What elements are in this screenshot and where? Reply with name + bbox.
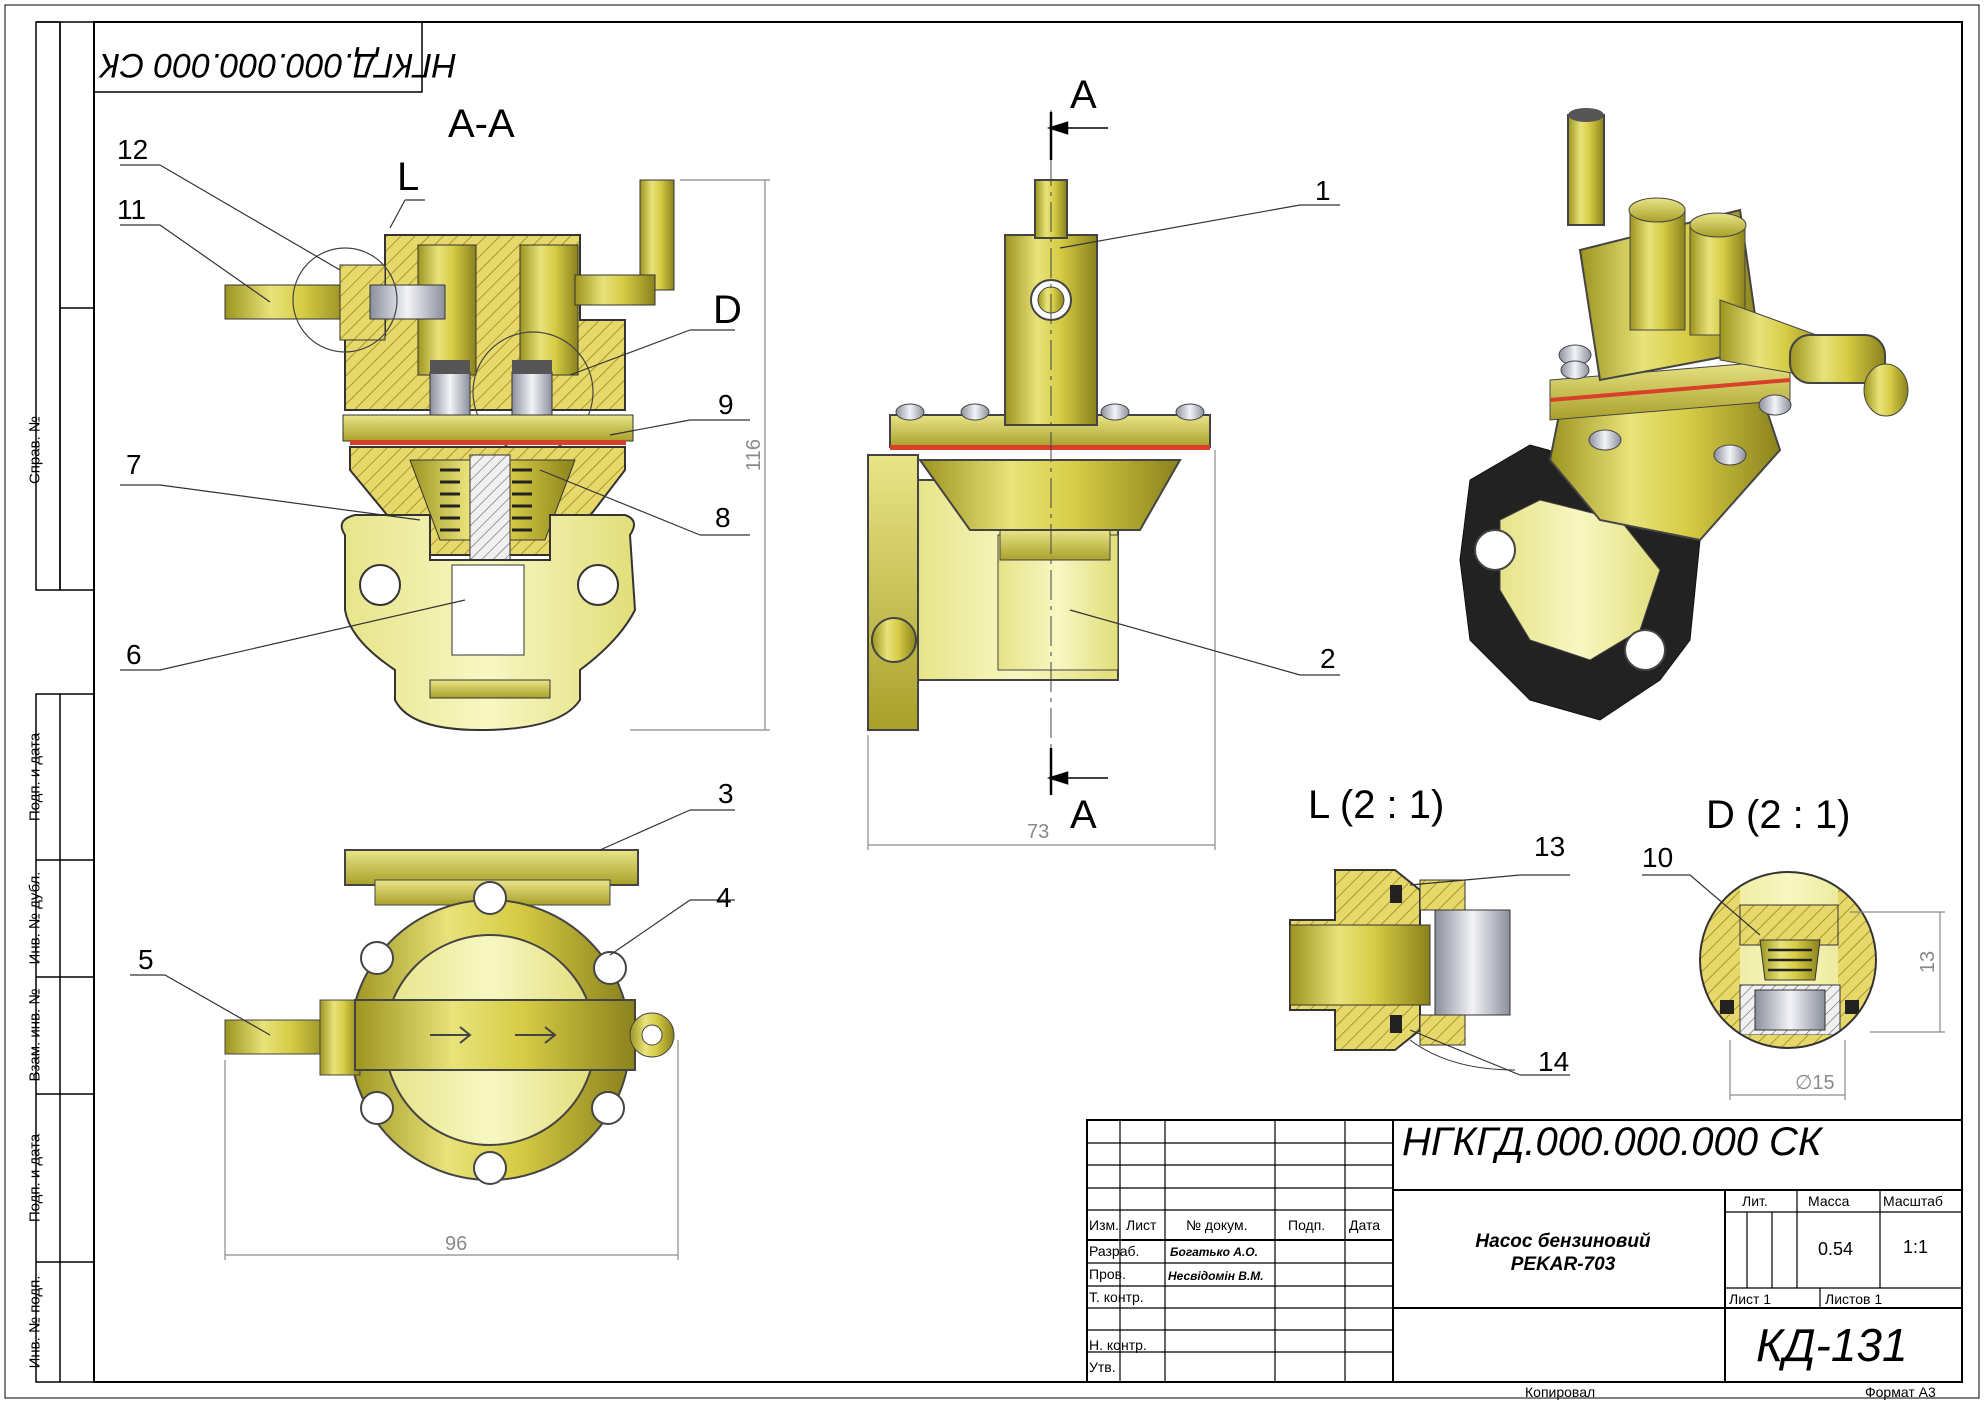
tb-sheets: Листов 1 <box>1825 1291 1883 1307</box>
detail-l-title: L (2 : 1) <box>1308 783 1445 827</box>
tb-mass-value: 0.54 <box>1818 1239 1854 1259</box>
tb-lit-label: Лит. <box>1742 1193 1768 1209</box>
top-view <box>130 809 735 1260</box>
drawing-title-line-1: Насос бензиновий <box>1475 1231 1651 1252</box>
mirrored-document-code: НГКГД.000.000.000 СК <box>100 46 457 84</box>
document-code: НГКГД.000.000.000 СК <box>1402 1120 1822 1164</box>
callout-d-letter: D <box>713 288 742 332</box>
sheet-frame <box>4 4 1980 1399</box>
tb-format: Формат А3 <box>1865 1384 1936 1400</box>
dimension-front-width: 73 <box>1027 821 1050 843</box>
section-aa-title: А-А <box>448 102 515 146</box>
tb-scale-value: 1:1 <box>1903 1237 1929 1257</box>
detail-d-view <box>1642 871 1945 1100</box>
callout-l-letter: L <box>397 155 420 199</box>
tb-developer-name: Богатько А.О. <box>1170 1245 1258 1259</box>
tb-row-utv: Утв. <box>1089 1359 1116 1375</box>
tb-copied: Копировал <box>1525 1384 1596 1400</box>
tb-header-podp: Подп. <box>1288 1217 1326 1233</box>
tb-header-izm: Изм. <box>1089 1217 1119 1233</box>
part-number-2: 2 <box>1320 643 1336 674</box>
cut-label-bottom: А <box>1070 793 1097 837</box>
dimension-detail-height: 13 <box>1917 950 1940 974</box>
detail-l-view <box>1289 869 1570 1076</box>
tb-header-data: Дата <box>1349 1217 1381 1233</box>
side-label-sprav: Справ. № <box>26 415 44 485</box>
part-number-1: 1 <box>1315 175 1331 206</box>
tb-scale-label: Масштаб <box>1883 1193 1943 1209</box>
part-number-13: 13 <box>1534 831 1566 862</box>
part-number-8: 8 <box>715 502 731 533</box>
tb-mass-label: Масса <box>1808 1193 1850 1209</box>
side-label-podp-1: Подп. и дата <box>26 732 44 822</box>
tb-row-nkontr: Н. контр. <box>1089 1337 1147 1353</box>
tb-row-prov: Пров. <box>1089 1266 1126 1282</box>
part-number-7: 7 <box>126 449 142 480</box>
tb-designation: КД-131 <box>1756 1319 1908 1371</box>
cut-label-top: А <box>1070 73 1097 117</box>
tb-sheet: Лист 1 <box>1729 1291 1772 1307</box>
part-number-12: 12 <box>117 134 149 165</box>
part-number-6: 6 <box>126 639 142 670</box>
part-number-14: 14 <box>1538 1046 1570 1077</box>
dimension-top-width: 96 <box>445 1233 468 1255</box>
dimension-detail-diameter: ∅15 <box>1795 1072 1835 1094</box>
side-label-podp-2: Подп. и дата <box>26 1133 44 1223</box>
tb-header-list: Лист <box>1126 1217 1157 1233</box>
part-number-11: 11 <box>117 194 147 225</box>
part-number-3: 3 <box>718 778 734 809</box>
drawing-title-line-2: PEKAR-703 <box>1510 1254 1616 1275</box>
tb-row-razrab: Разраб. <box>1089 1243 1140 1259</box>
side-label-inv-dubl: Инв. № дубл. <box>26 871 44 965</box>
tb-checker-name: Несвідомін В.М. <box>1168 1269 1264 1283</box>
side-label-inv-podp: Инв. № подп. <box>26 1275 44 1369</box>
isometric-view <box>1459 108 1909 721</box>
side-label-vzam: Взам. инв. № <box>26 988 44 1082</box>
part-number-9: 9 <box>718 389 734 420</box>
title-block <box>1086 1119 1963 1383</box>
detail-d-title: D (2 : 1) <box>1706 793 1851 837</box>
dimension-height: 116 <box>742 439 765 471</box>
tb-header-doc: № докум. <box>1186 1217 1248 1233</box>
tb-row-tkontr: Т. контр. <box>1089 1289 1144 1305</box>
part-number-10: 10 <box>1642 842 1674 873</box>
part-number-5: 5 <box>138 944 154 975</box>
front-view <box>867 110 1340 850</box>
section-aa-view <box>120 164 770 732</box>
part-number-4: 4 <box>716 882 732 913</box>
